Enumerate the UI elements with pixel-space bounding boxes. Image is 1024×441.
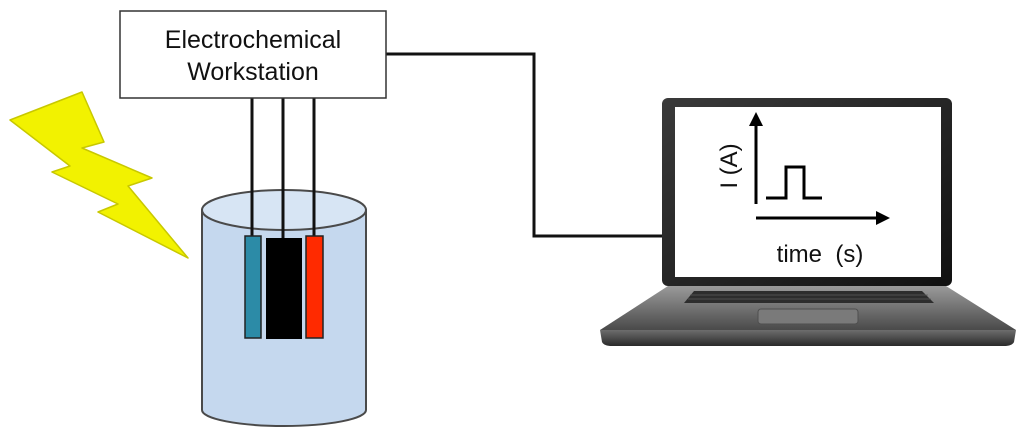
y-axis-label: I (A) [716, 143, 743, 188]
trackpad [757, 308, 859, 325]
workstation-label-line1: Electrochemical [165, 26, 341, 54]
electrode-reference [266, 238, 302, 339]
electrode-working [244, 235, 262, 339]
electrode-wires [250, 98, 316, 238]
y-axis-arrowhead [749, 112, 763, 126]
electrode-counter [305, 235, 324, 339]
lightning-bolt-icon [9, 91, 189, 259]
screen-chart: I (A) time (s) [716, 112, 890, 268]
data-cable [386, 52, 666, 238]
current-pulse-line [766, 165, 822, 200]
laptop-icon [600, 98, 1016, 346]
electrochemical-workstation: Electrochemical Workstation [119, 10, 387, 99]
x-axis-label: time (s) [777, 241, 864, 268]
x-axis-arrowhead [876, 211, 890, 225]
workstation-label-line2: Workstation [187, 58, 319, 86]
laptop-screen [675, 107, 941, 277]
